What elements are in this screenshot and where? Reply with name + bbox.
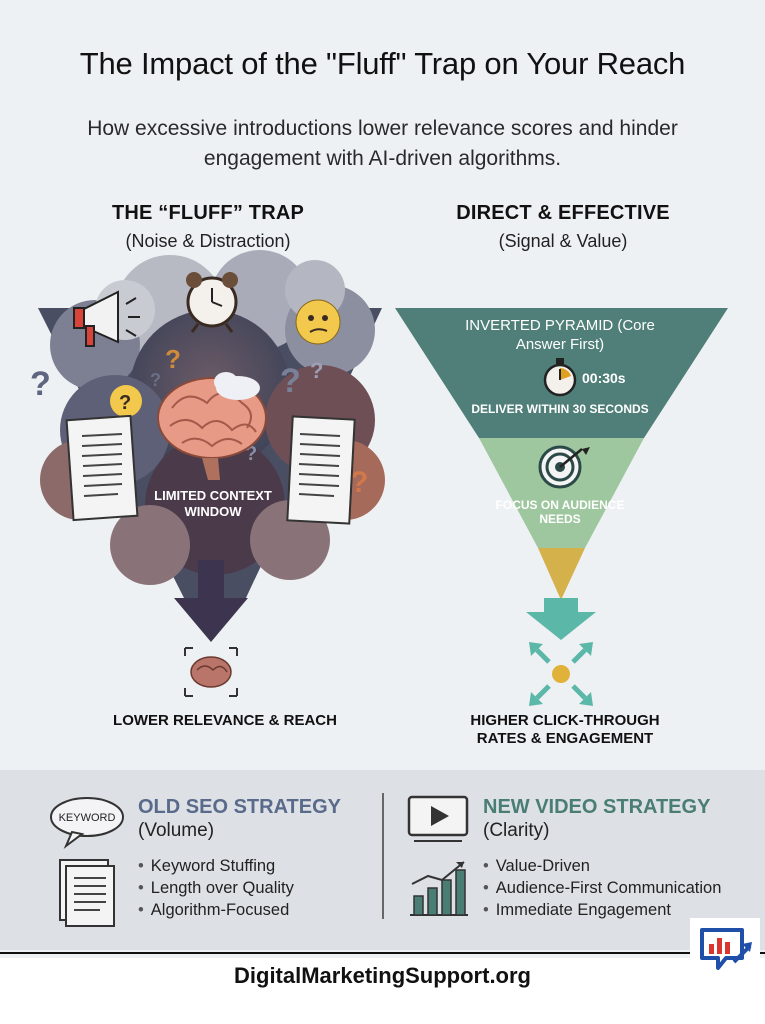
confused-face-icon bbox=[295, 299, 341, 345]
small-brain-icon bbox=[184, 647, 238, 697]
direct-effective-heading: DIRECT & EFFECTIVE (Signal & Value) bbox=[413, 202, 713, 252]
target-icon bbox=[538, 445, 590, 489]
deliver-text: DELIVER WITHIN 30 SECONDS bbox=[471, 402, 649, 416]
fluff-trap-heading: THE “FLUFF” TRAP (Noise & Distraction) bbox=[58, 202, 358, 252]
svg-text:?: ? bbox=[350, 466, 368, 499]
footer bbox=[0, 958, 765, 1024]
timer-text: 00:30s bbox=[582, 370, 626, 386]
direct-effective-title: DIRECT & EFFECTIVE bbox=[456, 202, 670, 224]
stopwatch-icon bbox=[543, 358, 577, 397]
list-item: Length over Quality bbox=[138, 877, 294, 899]
new-strategy-list: Value-Driven Audience-First Communicatio… bbox=[483, 855, 722, 921]
page-subtitle: How excessive introductions lower releva… bbox=[87, 117, 678, 170]
context-window-label: LIMITED CONTEXT WINDOW bbox=[154, 488, 272, 519]
document-icon bbox=[65, 414, 139, 522]
old-strategy-list: Keyword Stuffing Length over Quality Alg… bbox=[138, 855, 294, 921]
megaphone-icon bbox=[73, 290, 140, 347]
strategy-divider bbox=[382, 793, 384, 919]
svg-text:?: ? bbox=[310, 358, 323, 383]
list-item: Value-Driven bbox=[483, 855, 721, 877]
old-strategy-subtitle: (Volume) bbox=[138, 820, 215, 841]
svg-text:?: ? bbox=[150, 370, 161, 390]
list-item: Algorithm-Focused bbox=[138, 899, 294, 921]
pyramid-title: INVERTED PYRAMID (Core Answer First) bbox=[465, 317, 655, 353]
focus-text: FOCUS ON AUDIENCE NEEDS bbox=[495, 498, 625, 526]
svg-text:?: ? bbox=[119, 392, 131, 414]
footer-site-link[interactable]: DigitalMarketingSupport.org bbox=[234, 963, 531, 988]
list-item: Keyword Stuffing bbox=[138, 855, 294, 877]
question-mark-icon: ? ? ? ? ? ? ? bbox=[30, 344, 368, 499]
direct-effective-subtitle: (Signal & Value) bbox=[498, 231, 628, 251]
document-icon bbox=[286, 415, 356, 525]
old-strategy-title: OLD SEO STRATEGY bbox=[138, 796, 341, 818]
lower-relevance-caption: LOWER RELEVANCE & REACH bbox=[113, 712, 337, 729]
site-logo-graphic bbox=[700, 928, 752, 970]
expand-arrows-icon bbox=[529, 642, 593, 706]
new-strategy-title: NEW VIDEO STRATEGY bbox=[483, 796, 711, 818]
higher-ctr-caption: HIGHER CLICK-THROUGH RATES & ENGAGEMENT bbox=[470, 712, 660, 747]
page-title: The Impact of the "Fluff" Trap on Your R… bbox=[79, 46, 686, 81]
svg-text:?: ? bbox=[280, 362, 301, 400]
svg-text:?: ? bbox=[165, 344, 181, 374]
list-item: Audience-First Communication bbox=[483, 877, 722, 899]
new-strategy-subtitle: (Clarity) bbox=[483, 820, 550, 841]
brain-icon bbox=[157, 372, 267, 480]
svg-text:?: ? bbox=[30, 365, 51, 403]
list-item: Immediate Engagement bbox=[483, 899, 721, 921]
fluff-trap-subtitle: (Noise & Distraction) bbox=[125, 231, 291, 251]
infographic-illustration: ? ? ? ? ? ? ? ? bbox=[30, 250, 728, 706]
site-logo-icon[interactable] bbox=[690, 918, 760, 980]
fluff-trap-title: THE “FLUFF” TRAP bbox=[111, 202, 305, 224]
alarm-clock-icon bbox=[186, 272, 238, 333]
question-bubble-icon: ? bbox=[110, 385, 142, 417]
down-arrow-icon bbox=[174, 560, 248, 642]
footer-rule bbox=[0, 952, 765, 954]
